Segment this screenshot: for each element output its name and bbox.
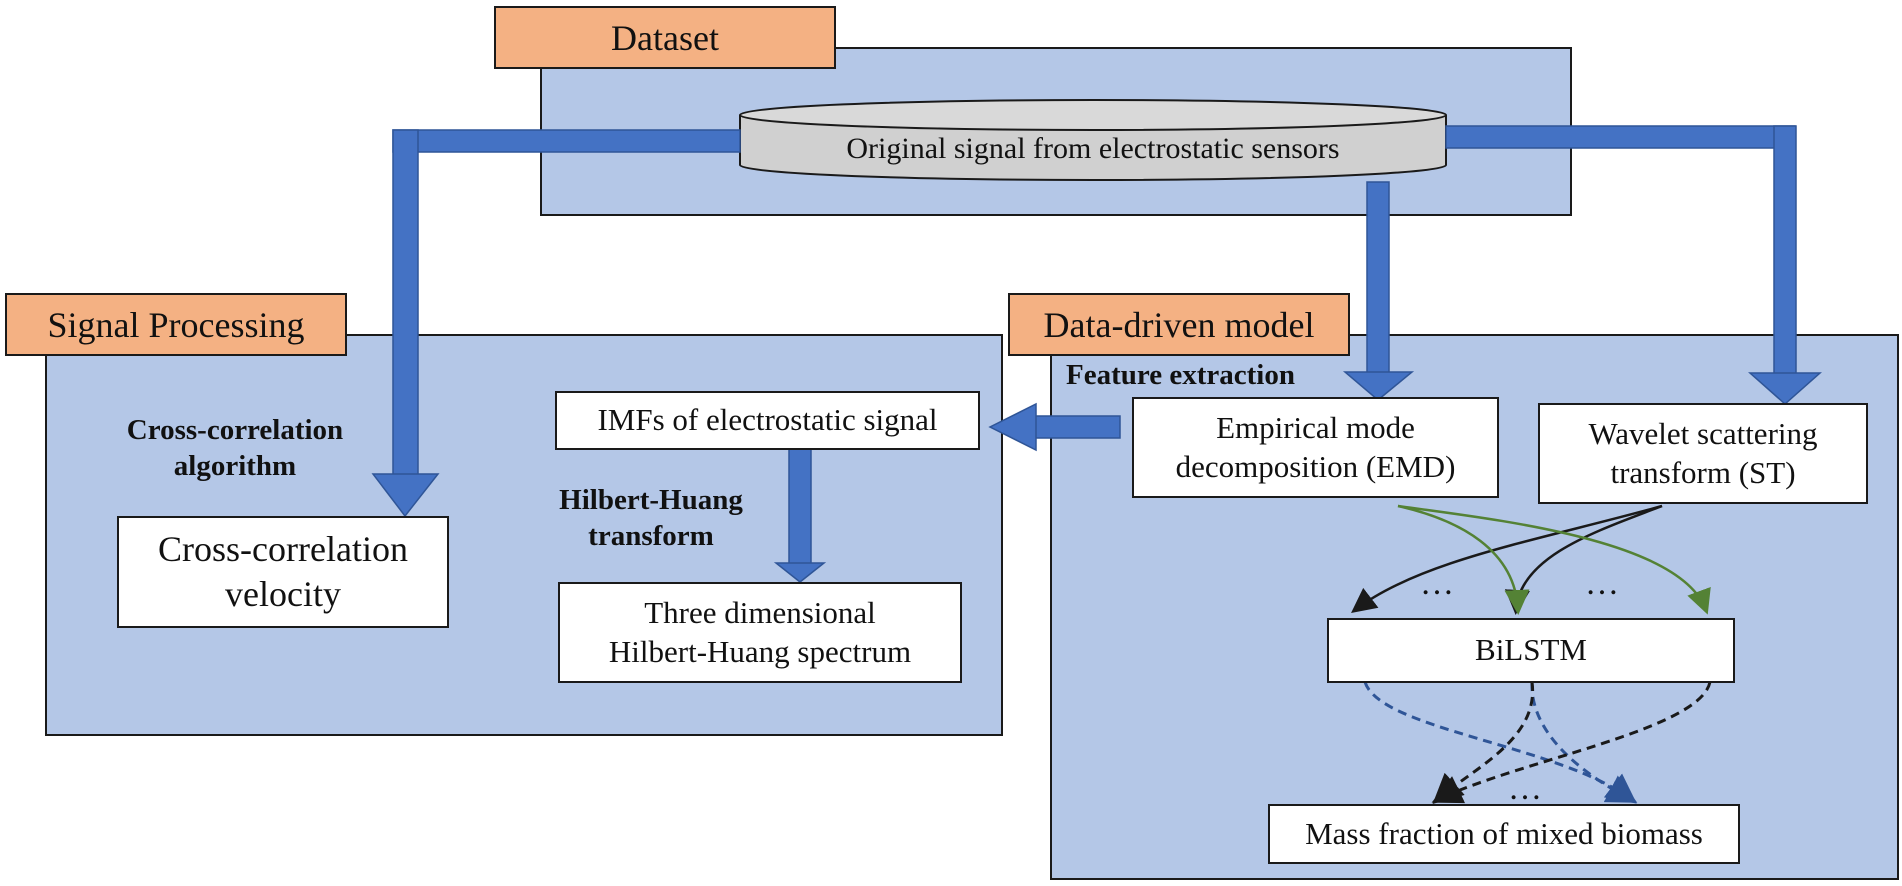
arrow-to-st: [1445, 125, 1822, 406]
emd-line1: Empirical mode: [1216, 409, 1415, 445]
cc-label-line2: algorithm: [173, 450, 297, 483]
dashed-blue-arrow-mid: [1530, 681, 1638, 803]
spectrum-line1: Three dimensional: [644, 594, 876, 630]
arrow-emd-to-imfs: [988, 402, 1121, 452]
cross-correlation-algorithm-label: Cross-correlation algorithm: [85, 412, 385, 485]
dashed-black-arrow-right: [1431, 681, 1712, 804]
emd-line2: decomposition (EMD): [1175, 448, 1456, 484]
imfs-box: IMFs of electrostatic signal: [555, 391, 980, 450]
arrow-to-emd: [1342, 181, 1415, 401]
hht-label-line1: Hilbert-Huang: [559, 484, 743, 516]
hht-label-line2: transform: [588, 520, 714, 553]
signal-processing-tag: Signal Processing: [5, 293, 347, 356]
arrow-imfs-to-spectrum: [773, 448, 827, 583]
cross-correlation-velocity-box: Cross-correlation velocity: [117, 516, 449, 628]
ellipsis-left: …: [1420, 565, 1458, 602]
mass-fraction-output-box: Mass fraction of mixed biomass: [1268, 804, 1740, 864]
ellipsis-bottom: …: [1508, 770, 1546, 807]
cc-box-line2: velocity: [225, 574, 341, 614]
arrow-emd-to-bilstm-mid: [1397, 504, 1530, 615]
st-line1: Wavelet scattering: [1588, 415, 1818, 451]
dataset-tag: Dataset: [494, 6, 836, 69]
arrow-to-cross-correlation: [371, 129, 741, 518]
hilbert-huang-transform-label: Hilbert-Huang transform: [526, 482, 776, 555]
ellipsis-right: …: [1585, 565, 1623, 602]
spectrum-line2: Hilbert-Huang spectrum: [608, 633, 912, 669]
data-driven-tag: Data-driven model: [1008, 293, 1350, 356]
arrow-emd-to-bilstm-right: [1397, 504, 1711, 615]
source-signal-label: Original signal from electrostatic senso…: [846, 132, 1340, 165]
source-cylinder: [739, 99, 1447, 181]
dashed-blue-arrow-left: [1363, 681, 1637, 804]
bilstm-box: BiLSTM: [1327, 618, 1735, 683]
emd-box: Empirical mode decomposition (EMD): [1132, 397, 1499, 498]
wavelet-st-box: Wavelet scattering transform (ST): [1538, 403, 1868, 504]
cc-box-line1: Cross-correlation: [158, 529, 408, 569]
st-line2: transform (ST): [1610, 454, 1796, 490]
hilbert-huang-spectrum-box: Three dimensional Hilbert-Huang spectrum: [558, 582, 962, 683]
feature-extraction-label: Feature extraction: [1066, 359, 1295, 391]
cc-label-line1: Cross-correlation: [126, 414, 344, 446]
arrow-st-to-bilstm-left: [1351, 504, 1663, 614]
